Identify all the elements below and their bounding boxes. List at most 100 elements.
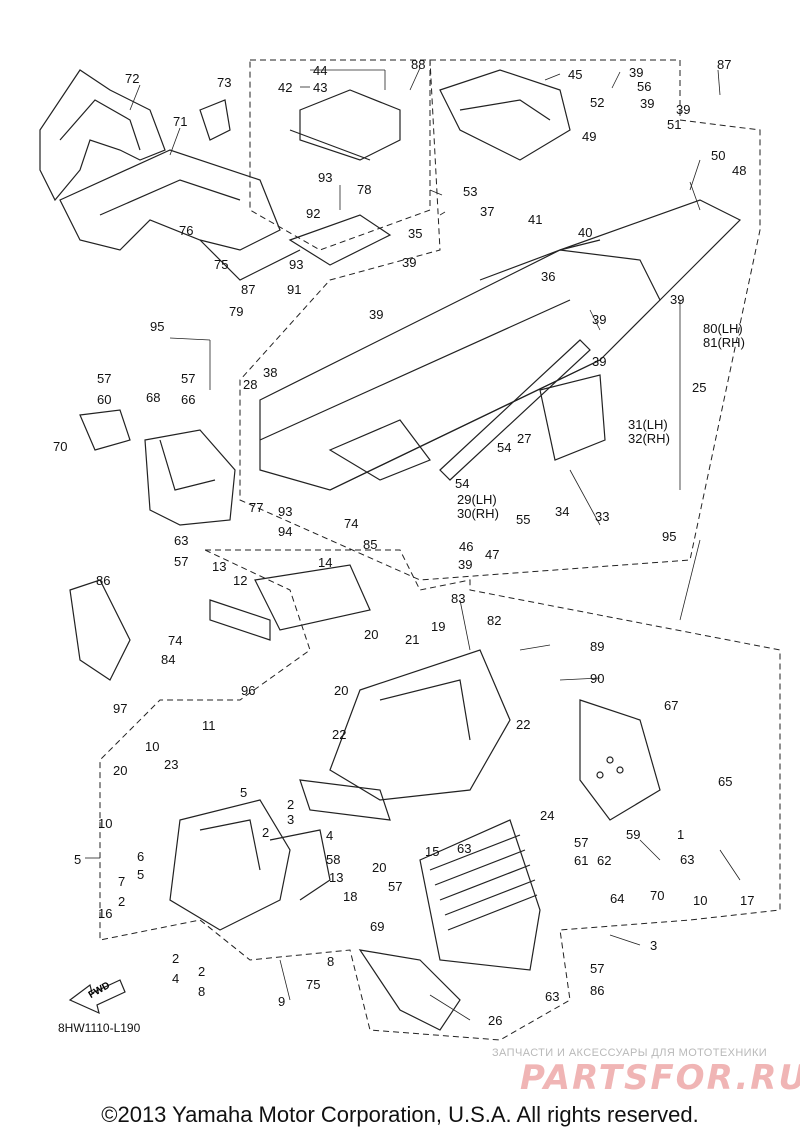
callout: 69 (370, 919, 385, 934)
callout: 42 (278, 80, 293, 95)
rear-bracket-26 (439, 69, 571, 161)
callout: 63 (457, 841, 472, 856)
callout: 53 (463, 184, 478, 199)
part-86-upper (69, 579, 131, 681)
callout: 21 (405, 632, 420, 647)
callout: 49 (582, 129, 597, 144)
part-60 (79, 409, 131, 451)
callout: 39 (629, 65, 644, 80)
callout: 11 (202, 718, 216, 733)
callout: 13 (329, 870, 344, 885)
callout: 4 (172, 971, 180, 986)
callout: 6 (137, 849, 145, 864)
leader-lines (85, 67, 741, 1021)
callout: 20 (372, 860, 387, 875)
callout: 81(RH) (703, 335, 745, 350)
callout: 3 (650, 938, 658, 953)
callout: 12 (233, 573, 248, 588)
callout: 32(RH) (628, 431, 670, 446)
callout: 58 (326, 852, 341, 867)
callout: 59 (626, 827, 641, 842)
callout: 34 (555, 504, 570, 519)
callout: 13 (212, 559, 227, 574)
callout: 20 (113, 763, 128, 778)
callout: 63 (545, 989, 560, 1004)
callout: 14 (318, 555, 333, 570)
callout: 66 (181, 392, 196, 407)
callout: 44 (313, 63, 328, 78)
callout: 90 (590, 671, 605, 686)
callout: 17 (740, 893, 755, 908)
rail-27 (439, 339, 591, 481)
front-cowl (39, 69, 166, 202)
callout: 63 (174, 533, 189, 548)
callout: 57 (574, 835, 589, 850)
callout: 3 (287, 812, 295, 827)
callout: 93 (318, 170, 333, 185)
main-tunnel-frame (259, 199, 742, 491)
callout: 2 (262, 825, 270, 840)
callout: 92 (306, 206, 321, 221)
watermark-logo: PARTSFOR.RU (520, 1058, 800, 1098)
callout: 67 (664, 698, 679, 713)
callout: 52 (590, 95, 605, 110)
callout: 65 (718, 774, 733, 789)
callout: 28 (243, 377, 258, 392)
callout: 87 (717, 57, 732, 72)
callout: 57 (174, 554, 189, 569)
callout: 61 (574, 853, 589, 868)
front-bracket-71 (59, 149, 301, 281)
callout: 5 (74, 852, 82, 867)
callout: 39 (670, 292, 685, 307)
callout: 74 (344, 516, 359, 531)
diagram-code: 8HW1110-L190 (58, 1021, 141, 1035)
callout: 40 (578, 225, 593, 240)
plate-31 (539, 374, 606, 461)
callout: 62 (597, 853, 612, 868)
callout: 97 (113, 701, 128, 716)
callout: 51 (667, 117, 682, 132)
callout: 75 (214, 257, 229, 272)
callout: 87 (241, 282, 256, 297)
callout: 39 (640, 96, 655, 111)
callout: 68 (146, 390, 161, 405)
callout: 85 (363, 537, 378, 552)
callout: 50 (711, 148, 726, 163)
fwd-arrow (68, 979, 126, 1015)
callout: 20 (364, 627, 379, 642)
callout: 91 (287, 282, 302, 297)
callout: 95 (150, 319, 165, 334)
callout: 63 (680, 852, 695, 867)
callout: 31(LH) (628, 417, 668, 432)
callout: 20 (334, 683, 349, 698)
callout: 24 (540, 808, 555, 823)
callout: 37 (480, 204, 495, 219)
callout: 86 (96, 573, 111, 588)
shock-67 (579, 699, 661, 821)
callout: 93 (289, 257, 304, 272)
ecu-box-42 (289, 89, 401, 161)
callout: 1 (677, 827, 685, 842)
callout: 75 (306, 977, 321, 992)
callout: 96 (241, 683, 256, 698)
callout: 35 (408, 226, 423, 241)
callout: 2 (287, 797, 295, 812)
callout: 10 (145, 739, 160, 754)
suspension-bracket-1 (169, 799, 331, 931)
callout: 45 (568, 67, 583, 82)
callout: 76 (179, 223, 194, 238)
callout: 84 (161, 652, 176, 667)
callout: 64 (610, 891, 625, 906)
callout: 43 (313, 80, 328, 95)
callout: 48 (732, 163, 747, 178)
callout: 2 (198, 964, 206, 979)
callout: 10 (693, 893, 708, 908)
callout: 2 (118, 894, 126, 909)
callout: 78 (357, 182, 372, 197)
callout: 56 (637, 79, 652, 94)
callout: 25 (692, 380, 707, 395)
callout: 54 (455, 476, 470, 491)
plate-92 (288, 214, 392, 266)
callout: 93 (278, 504, 293, 519)
